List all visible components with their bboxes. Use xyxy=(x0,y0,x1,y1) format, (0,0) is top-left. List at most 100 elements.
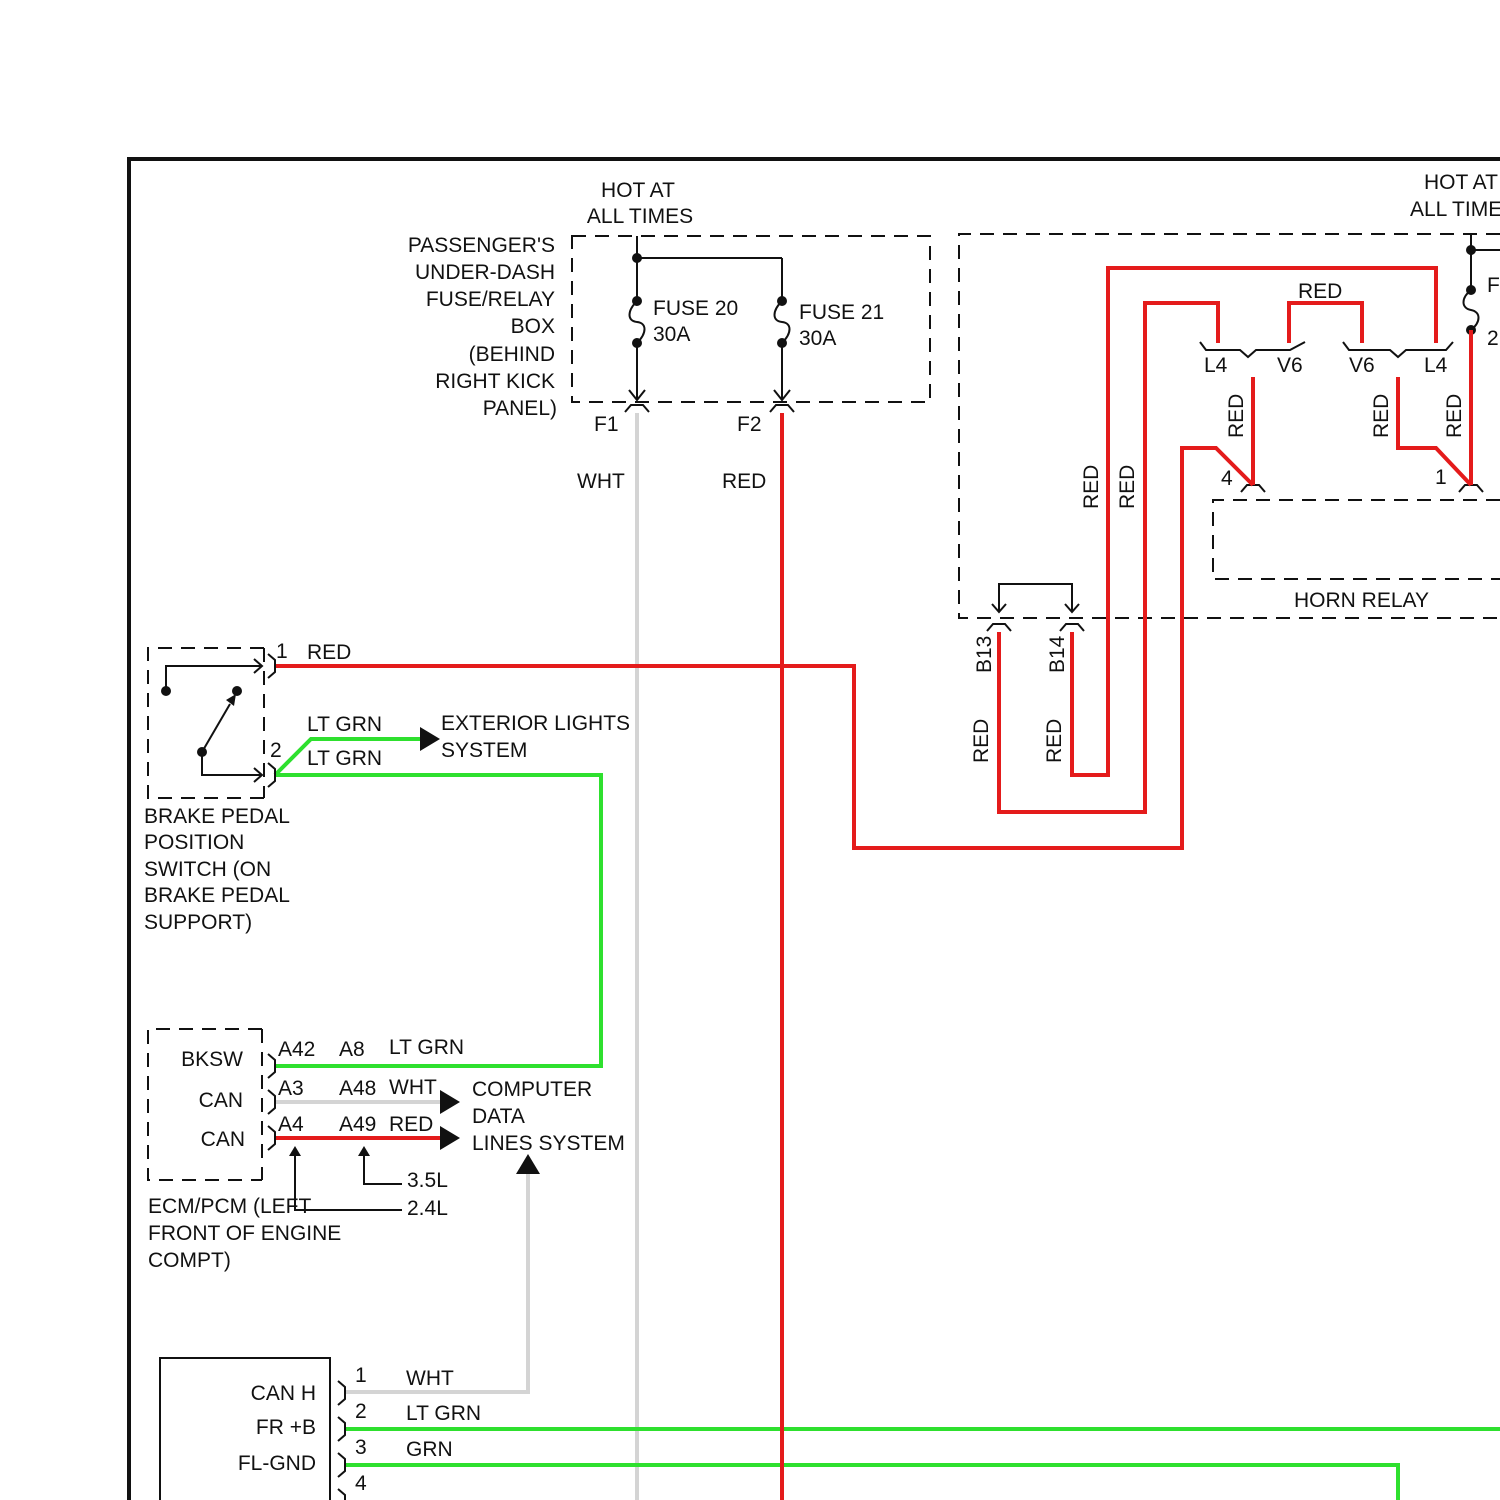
can-red-arrow-icon xyxy=(440,1126,460,1150)
cdl-label-1: COMPUTER xyxy=(472,1078,592,1101)
variant-24-arrow-icon xyxy=(289,1146,301,1156)
cdl-label-2: DATA xyxy=(472,1105,525,1128)
fusebox-label-1: PASSENGER'S xyxy=(408,234,555,257)
can-wht-arrow-icon xyxy=(440,1090,460,1114)
pin-a4-label: A4 xyxy=(278,1113,304,1136)
hot-at-all-times-label: HOT AT xyxy=(601,179,675,202)
ecm-label-2: FRONT OF ENGINE xyxy=(148,1222,341,1245)
connector-b14-label: B14 xyxy=(1046,635,1069,673)
dlc-pin2-label: 2 xyxy=(355,1400,367,1423)
bpp-red-label: RED xyxy=(307,641,351,664)
variant-24-label: 2.4L xyxy=(407,1197,448,1220)
ext-lights-label-1: EXTERIOR LIGHTS xyxy=(441,712,630,735)
ecm-bksw-label: BKSW xyxy=(181,1048,243,1071)
bpp-label-5: SUPPORT) xyxy=(144,911,252,934)
red-vertical-label-1: RED xyxy=(1080,465,1103,509)
connector-f2-label: F2 xyxy=(737,413,762,436)
fuse20-name: FUSE 20 xyxy=(653,297,738,320)
red-b13-label: RED xyxy=(970,719,993,763)
fusebox-label-3: FUSE/RELAY xyxy=(426,288,555,311)
fusebox-label-2: UNDER-DASH xyxy=(415,261,555,284)
red-vertical-label-3: RED xyxy=(1225,394,1248,438)
hot-at-right-label-2: ALL TIMES xyxy=(1410,198,1500,221)
fusebox-label-6: RIGHT KICK xyxy=(435,370,555,393)
lt-grn-wire-ecm xyxy=(275,775,601,1066)
pin-a8-label: A8 xyxy=(339,1038,365,1061)
bpp-pin1-connector-icon xyxy=(268,654,275,678)
fusebox-label-5: (BEHIND xyxy=(469,343,555,366)
selector-l4-label: L4 xyxy=(1204,354,1228,377)
ext-lights-label-2: SYSTEM xyxy=(441,739,527,762)
ecm-can-label-2: CAN xyxy=(201,1128,245,1151)
red-vertical-label-5: RED xyxy=(1443,394,1466,438)
fuse-relay-box xyxy=(572,236,930,412)
dlc-grn-label: GRN xyxy=(406,1438,453,1461)
red-vertical-label-2: RED xyxy=(1116,465,1139,509)
horn-pin1-label: 1 xyxy=(1435,466,1447,489)
pin-a42-label: A42 xyxy=(278,1038,315,1061)
lt-grn-label-1: LT GRN xyxy=(307,713,382,736)
bpp-label-2: POSITION xyxy=(144,831,244,854)
horn-pin4-icon xyxy=(1241,485,1265,492)
hot-at-right-label: HOT AT xyxy=(1424,171,1498,194)
variant-35-arrow-icon xyxy=(358,1146,370,1156)
pin-a3-label: A3 xyxy=(278,1077,304,1100)
fuse-20-icon xyxy=(629,296,645,400)
dlc-pin1-label: 1 xyxy=(355,1364,367,1387)
fuse20-rating: 30A xyxy=(653,323,690,346)
grn-wire-bottom xyxy=(345,1465,1398,1500)
ecm-label-3: COMPT) xyxy=(148,1249,231,1272)
red-top-label: RED xyxy=(1298,280,1342,303)
red-vertical-label-4: RED xyxy=(1370,394,1393,438)
variant-35-label: 3.5L xyxy=(407,1169,448,1192)
connector-b13-icon xyxy=(987,624,1011,631)
can-h-arrow-icon xyxy=(516,1154,540,1174)
horn-pin1-icon xyxy=(1459,485,1483,492)
fusebox-label-7: PANEL) xyxy=(483,397,557,420)
switch-icon xyxy=(202,704,230,752)
red-wire-outer xyxy=(1072,268,1436,775)
data-link-connector xyxy=(160,1358,345,1500)
dlc-pin3-label: 3 xyxy=(355,1436,367,1459)
selector-l4-label-2: L4 xyxy=(1424,354,1448,377)
lt-grn-label-2: LT GRN xyxy=(307,747,382,770)
ecm-lt-grn-label: LT GRN xyxy=(389,1036,464,1059)
bpp-label-1: BRAKE PEDAL xyxy=(144,805,290,828)
right-fuse-num-label: 2 xyxy=(1487,327,1499,350)
right-fuse-label: F xyxy=(1487,274,1500,297)
fuse21-rating: 30A xyxy=(799,327,836,350)
dlc-fr-b-label: FR +B xyxy=(256,1416,316,1439)
horn-pin4-label: 4 xyxy=(1221,467,1233,490)
bpp-pin2-connector-icon xyxy=(268,763,275,787)
connector-b13-label: B13 xyxy=(973,636,996,673)
hot-at-all-times-label-2: ALL TIMES xyxy=(587,205,693,228)
fuse21-name: FUSE 21 xyxy=(799,301,884,324)
red-b14-label: RED xyxy=(1043,719,1066,763)
wire-red-label: RED xyxy=(722,470,766,493)
wire-wht-label: WHT xyxy=(577,470,625,493)
fusebox-label-4: BOX xyxy=(511,315,555,338)
connector-f1-icon xyxy=(625,405,649,412)
pin-a48-label: A48 xyxy=(339,1077,376,1100)
dlc-fl-gnd-label: FL-GND xyxy=(238,1452,316,1475)
connector-f2-icon xyxy=(770,405,794,412)
dlc-lt-grn-label: LT GRN xyxy=(406,1402,481,1425)
horn-relay-label: HORN RELAY xyxy=(1294,589,1429,612)
ecm-can-label-1: CAN xyxy=(199,1089,243,1112)
ext-lights-arrow-icon xyxy=(420,727,440,751)
bpp-label-4: BRAKE PEDAL xyxy=(144,884,290,907)
ecm-wht-label: WHT xyxy=(389,1076,437,1099)
bpp-label-3: SWITCH (ON xyxy=(144,858,271,881)
dlc-pin4-label: 4 xyxy=(355,1472,367,1495)
bpp-pin1-label: 1 xyxy=(276,640,288,663)
ecm-label-1: ECM/PCM (LEFT xyxy=(148,1195,312,1218)
pin-a49-label: A49 xyxy=(339,1113,376,1136)
red-wire-v6-link xyxy=(1289,303,1362,343)
fuse-21-icon xyxy=(774,296,790,400)
brake-pedal-switch xyxy=(148,648,275,798)
dlc-can-h-label: CAN H xyxy=(251,1382,316,1405)
selector-v6-label-2: V6 xyxy=(1349,354,1375,377)
cdl-label-3: LINES SYSTEM xyxy=(472,1132,625,1155)
connector-b14-icon xyxy=(1060,624,1084,631)
